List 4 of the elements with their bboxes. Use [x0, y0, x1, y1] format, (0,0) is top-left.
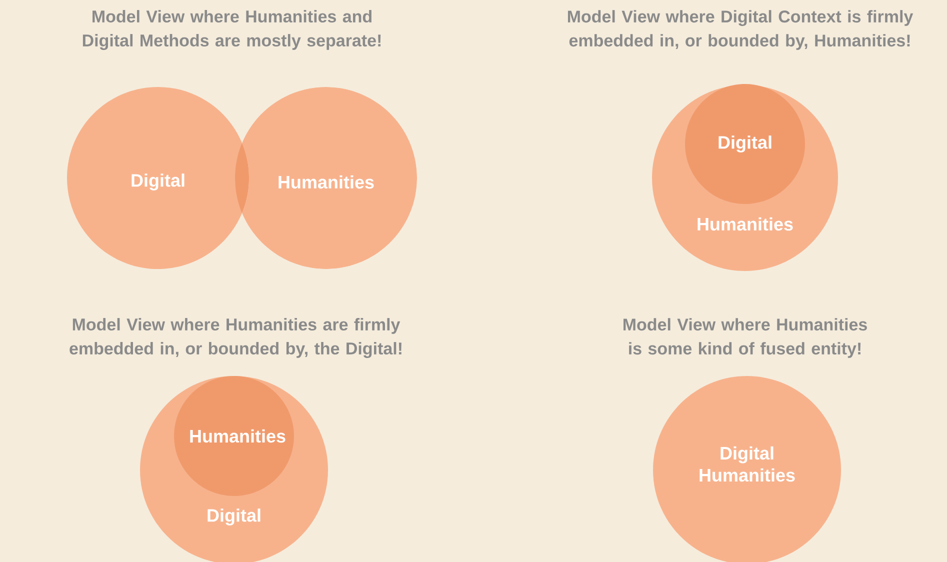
- heading: Model View where Humanities are firmly embedded in, or bounded by, the Digital!: [70, 318, 402, 358]
- heading: Model View where Humanities and Digital Methods are mostly separate!: [82, 10, 381, 50]
- heading: Model View where Digital Context is firmly embedded in, or bounded by, Humanities!: [568, 10, 914, 50]
- heading: Model View where Humanities is some kind of fused entity!: [624, 318, 867, 358]
